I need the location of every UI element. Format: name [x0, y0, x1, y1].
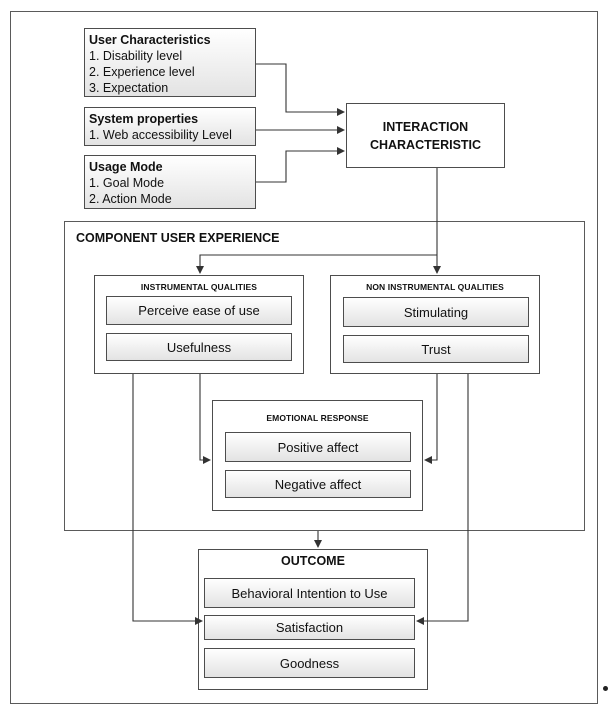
system-properties-item: 1. Web accessibility Level: [89, 128, 232, 142]
instrumental-qualities-title: INSTRUMENTAL QUALITIES: [140, 282, 258, 292]
non-instrumental-qualities-title: NON INSTRUMENTAL QUALITIES: [366, 282, 504, 292]
user-characteristics-item: 3. Expectation: [89, 81, 169, 95]
stimulating-box: Stimulating: [343, 297, 529, 327]
interaction-title-line2: CHARACTERISTIC: [369, 137, 482, 152]
usage-mode-item: 1. Goal Mode: [89, 176, 165, 190]
emotional-response-title: EMOTIONAL RESPONSE: [266, 413, 369, 423]
user-characteristics-item: 1. Disability level: [89, 49, 183, 63]
usage-mode-item: 2. Action Mode: [89, 192, 172, 206]
goodness-box: Goodness: [204, 648, 415, 678]
satisfaction-box: Satisfaction: [204, 615, 415, 640]
perceive-ease-of-use-box: Perceive ease of use: [106, 296, 292, 325]
system-properties-box: System properties 1. Web accessibility L…: [84, 107, 256, 146]
usefulness-box: Usefulness: [106, 333, 292, 361]
system-properties-title: System properties: [89, 112, 199, 126]
usage-mode-title: Usage Mode: [89, 160, 163, 174]
outcome-title: OUTCOME: [281, 554, 345, 568]
usage-mode-box: Usage Mode 1. Goal Mode 2. Action Mode: [84, 155, 256, 209]
behavioral-intention-box: Behavioral Intention to Use: [204, 578, 415, 608]
interaction-title-line1: INTERACTION: [382, 119, 469, 134]
user-characteristics-box: User Characteristics 1. Disability level…: [84, 28, 256, 97]
user-characteristics-title: User Characteristics: [89, 33, 211, 47]
positive-affect-box: Positive affect: [225, 432, 411, 462]
trust-box: Trust: [343, 335, 529, 363]
component-user-experience-title: COMPONENT USER EXPERIENCE: [76, 231, 280, 245]
user-characteristics-item: 2. Experience level: [89, 65, 195, 79]
negative-affect-box: Negative affect: [225, 470, 411, 498]
interaction-characteristic-box: INTERACTION CHARACTERISTIC: [346, 103, 505, 168]
stray-dot: [603, 686, 608, 691]
